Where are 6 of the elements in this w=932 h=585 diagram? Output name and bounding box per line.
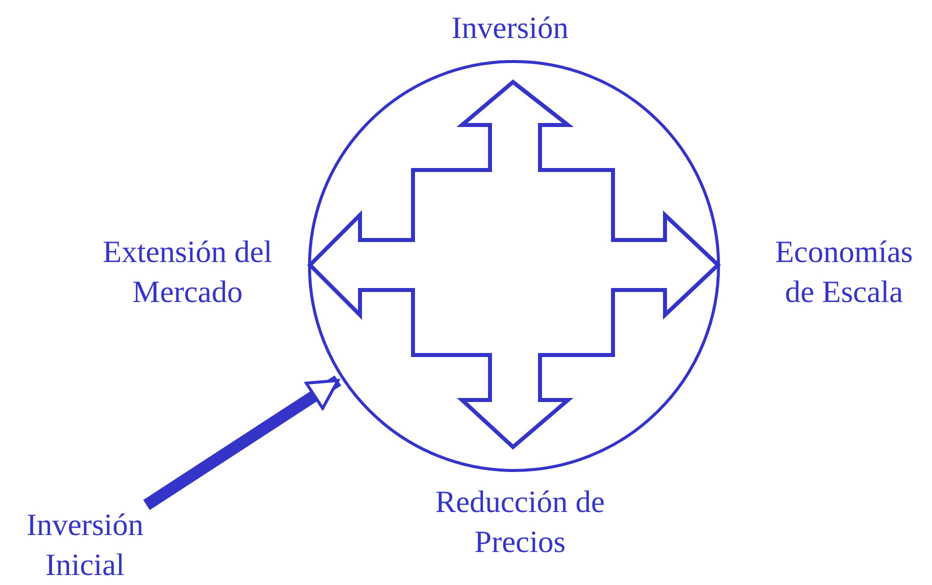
node-label: Extensión del Mercado	[70, 230, 305, 314]
node-label: Inversión Inicial	[5, 505, 165, 585]
arrow	[143, 375, 342, 510]
node-label: Economías de Escala	[758, 230, 930, 314]
node-label: Reducción de Precios	[400, 478, 640, 566]
node-label: Inversión	[420, 8, 600, 48]
